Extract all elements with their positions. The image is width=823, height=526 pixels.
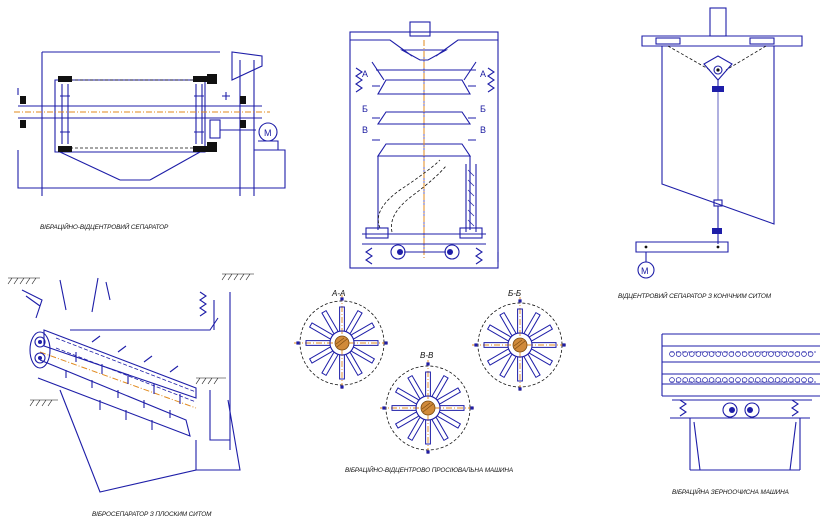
caption-vibro-centrifugal-peeling-machine: ВІБРАЦІЙНО-ВІДЦЕНТРОВО ПРОСІЮВАЛЬНА МАШИ… (345, 465, 513, 474)
section-marker-a-right: А (480, 69, 486, 79)
section-b-b-view (472, 297, 568, 393)
section-views: А-А Б-Б В-В (294, 289, 568, 456)
caption-flat-sieve-separator: ВІБРОСЕПАРАТОР З ПЛОСКИМ СИТОМ (92, 511, 212, 518)
section-marker-v-right: В (480, 125, 486, 135)
section-marker-b-right: Б (480, 104, 486, 114)
flat-sieve-separator-drawing (7, 273, 254, 493)
section-a-a-label: А-А (331, 289, 345, 298)
section-v-v-view (380, 360, 476, 456)
separator-motor-label: М (264, 128, 272, 138)
caption-vibro-grain-cleaning-machine: ВІБРАЦІЙНА ЗЕРНООЧИСНА МАШИНА (672, 487, 789, 496)
section-v-v-label: В-В (420, 351, 434, 360)
section-marker-v-left: В (362, 125, 368, 135)
section-b-b-label: Б-Б (508, 289, 521, 298)
conical-separator-motor-label: М (641, 266, 649, 276)
section-marker-a-left: А (362, 69, 368, 79)
vertical-peeling-machine-drawing: А А Б Б В В (349, 21, 499, 269)
caption-vibro-centrifugal-separator: ВІБРАЦІЙНО-ВІДЦЕНТРОВИЙ СЕПАРАТОР (40, 222, 169, 231)
section-a-a-view (294, 295, 390, 391)
vibro-centrifugal-separator-drawing: М (14, 51, 286, 196)
vibro-grain-cleaning-machine-drawing (661, 333, 820, 471)
caption-conical-sieve-separator: ВІДЦЕНТРОВИЙ СЕПАРАТОР З КОНІЧНИМ СИТОМ (618, 291, 772, 300)
conical-sieve-separator-drawing: М (635, 7, 803, 279)
section-marker-b-left: Б (362, 104, 368, 114)
